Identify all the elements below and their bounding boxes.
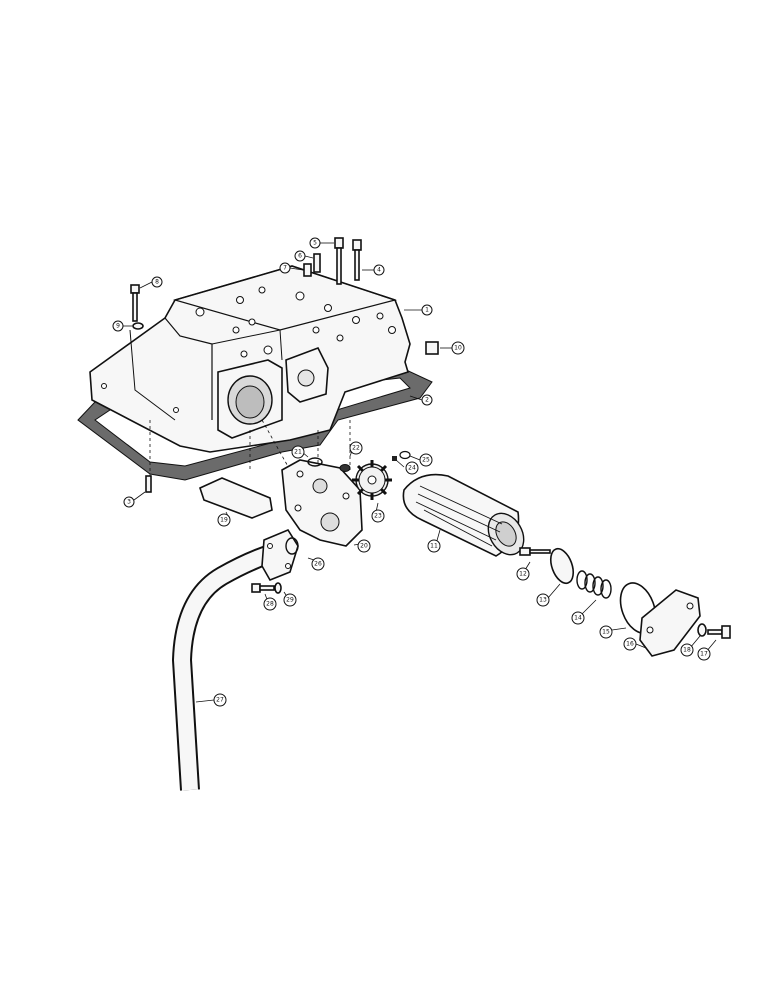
washer-9 — [132, 322, 144, 330]
svg-text:2: 2 — [425, 397, 429, 404]
callout-27: 27 — [213, 693, 227, 707]
callout-10: 10 — [451, 341, 465, 355]
svg-text:29: 29 — [286, 597, 294, 604]
callout-16: 16 — [623, 637, 637, 651]
callout-21: 21 — [291, 445, 305, 459]
svg-text:10: 10 — [454, 345, 462, 352]
callout-28: 28 — [263, 597, 277, 611]
svg-text:12: 12 — [519, 571, 527, 578]
washer-25 — [399, 450, 411, 460]
callout-19: 19 — [217, 513, 231, 527]
svg-text:3: 3 — [127, 499, 131, 506]
callout-24: 24 — [405, 461, 419, 475]
gear-23 — [352, 460, 392, 500]
svg-text:11: 11 — [430, 543, 438, 550]
callout-14: 14 — [571, 611, 585, 625]
svg-text:15: 15 — [602, 629, 610, 636]
svg-text:18: 18 — [683, 647, 691, 654]
bolt-4 — [352, 239, 362, 281]
washer-29 — [274, 582, 282, 594]
svg-text:16: 16 — [626, 641, 634, 648]
valve-housing — [89, 265, 411, 453]
callout-6: 6 — [294, 250, 306, 262]
callout-7: 7 — [279, 262, 291, 274]
key-24 — [392, 456, 397, 461]
svg-text:25: 25 — [422, 457, 430, 464]
bolt-8 — [130, 284, 140, 322]
filter-element-11 — [402, 473, 525, 557]
callout-11: 11 — [427, 539, 441, 553]
svg-text:9: 9 — [116, 323, 120, 330]
washer-22 — [339, 464, 351, 472]
end-cover-16 — [639, 589, 701, 657]
svg-text:23: 23 — [374, 513, 382, 520]
svg-text:7: 7 — [283, 265, 287, 272]
callout-20: 20 — [357, 539, 371, 553]
svg-text:27: 27 — [216, 697, 224, 704]
callout-15: 15 — [599, 625, 613, 639]
svg-text:14: 14 — [574, 615, 582, 622]
svg-text:17: 17 — [700, 651, 708, 658]
callout-13: 13 — [536, 593, 550, 607]
callout-9: 9 — [112, 320, 124, 332]
callout-17: 17 — [697, 647, 711, 661]
svg-text:20: 20 — [360, 543, 368, 550]
callout-18: 18 — [680, 643, 694, 657]
o-ring-26 — [285, 537, 299, 555]
callout-23: 23 — [371, 509, 385, 523]
svg-text:1: 1 — [425, 307, 429, 314]
cover-plate-19 — [199, 477, 273, 519]
callout-5: 5 — [309, 237, 321, 249]
callout-25: 25 — [419, 453, 433, 467]
bolt-5 — [334, 237, 344, 285]
callout-1: 1 — [421, 304, 433, 316]
svg-text:13: 13 — [539, 597, 547, 604]
callout-8: 8 — [151, 276, 163, 288]
bolt-12 — [519, 547, 551, 556]
alignment-lines — [149, 419, 351, 476]
bolt-17 — [707, 625, 731, 639]
bolt-28 — [251, 583, 275, 593]
svg-text:8: 8 — [155, 279, 159, 286]
svg-text:19: 19 — [220, 517, 228, 524]
callout-2: 2 — [421, 394, 433, 406]
svg-text:26: 26 — [314, 561, 322, 568]
o-ring-21 — [307, 457, 323, 467]
plug-10 — [425, 341, 439, 355]
callout-26: 26 — [311, 557, 325, 571]
pickup-tube-27 — [171, 529, 299, 791]
callout-4: 4 — [373, 264, 385, 276]
washer-18 — [697, 623, 707, 637]
dowel-3 — [145, 475, 152, 493]
svg-text:5: 5 — [313, 240, 317, 247]
callout-29: 29 — [283, 593, 297, 607]
svg-text:4: 4 — [377, 267, 381, 274]
svg-text:6: 6 — [298, 253, 302, 260]
svg-text:21: 21 — [294, 449, 302, 456]
retainer-cup-13 — [549, 547, 575, 585]
callout-12: 12 — [516, 567, 530, 581]
spring-14 — [576, 570, 612, 599]
dowel-7 — [303, 263, 312, 277]
svg-text:24: 24 — [408, 465, 416, 472]
svg-text:28: 28 — [266, 601, 274, 608]
svg-text:22: 22 — [352, 445, 360, 452]
callout-3: 3 — [123, 496, 135, 508]
stud-6 — [313, 253, 321, 273]
callout-22: 22 — [349, 441, 363, 455]
pump-body-20 — [281, 459, 363, 547]
